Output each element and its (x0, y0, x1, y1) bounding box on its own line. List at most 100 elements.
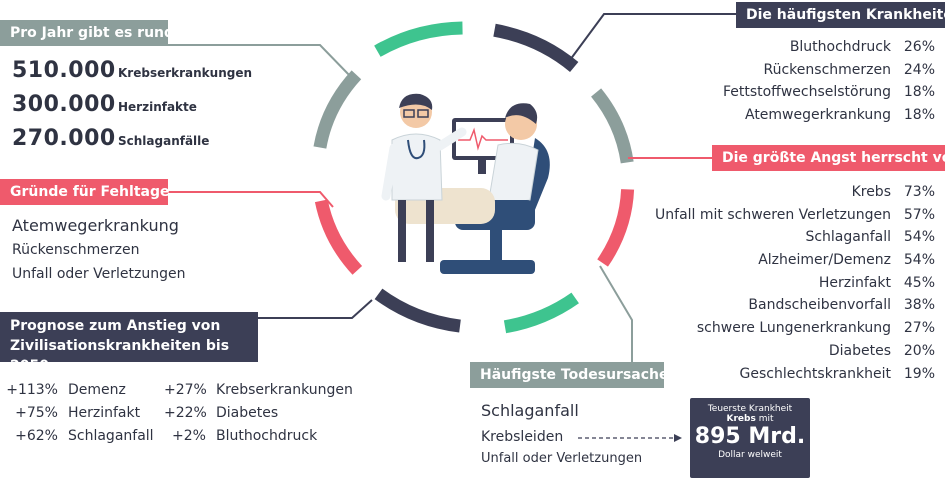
absence-header: Gründe für Fehltage (0, 179, 169, 205)
ring-arc-top-navy (493, 23, 579, 73)
item-label: Bandscheibenvorfall (748, 297, 891, 314)
absence-item: Atemwegerkrankung (12, 216, 179, 235)
death-cause-item: Schlaganfall (481, 401, 579, 420)
prognosis-pct: +2% (172, 428, 206, 444)
list-item: Alzheimer/Demenz 54% (655, 249, 935, 272)
item-pct: 19% (903, 365, 935, 382)
death-cause-item: Unfall oder Verletzungen (481, 451, 643, 466)
prognosis-pct: +27% (164, 382, 207, 398)
ring-arc-left-red (314, 199, 363, 275)
prognosis-pct: +113% (6, 382, 58, 398)
item-label: Herzinfakt (818, 274, 891, 291)
diseases-header: Die häufigsten Krankheiten (736, 2, 945, 28)
stat-row: 510.000 Krebserkrankungen (12, 58, 252, 88)
prognosis-label: Herzinfakt (68, 405, 141, 421)
stat-value: 300.000 (12, 92, 116, 117)
list-item: Diabetes 20% (655, 340, 935, 363)
list-item: Herzinfakt 45% (655, 272, 935, 295)
ring-arc-bottom-green (503, 292, 579, 334)
prognosis-pct: +62% (15, 428, 58, 444)
death-cause-item: Krebsleiden (481, 429, 564, 445)
ring-arc-right-red (597, 188, 635, 267)
connector-prognosis (258, 299, 373, 319)
arrow-head (674, 434, 682, 442)
stat-value: 270.000 (12, 126, 116, 151)
item-pct: 26% (903, 39, 935, 55)
item-label: Diabetes (828, 342, 891, 359)
list-item: Geschlechtskrankheit 19% (655, 363, 935, 386)
stat-label: Herzinfakte (118, 100, 197, 114)
item-pct: 27% (903, 320, 935, 337)
stat-label: Krebserkrankungen (118, 66, 253, 80)
prognosis-pct: +22% (164, 405, 207, 421)
stats-header: Pro Jahr gibt es rund (0, 20, 174, 46)
item-label: Rückenschmerzen (763, 61, 891, 78)
stat-row: 270.000 Schlaganfälle (12, 126, 209, 156)
cost-disease: Krebs (726, 414, 756, 424)
connector-death (599, 265, 633, 362)
list-item: Krebs 73% (655, 181, 935, 204)
item-label: schwere Lungenerkrankung (696, 320, 891, 337)
ring-arc-top-green (374, 21, 463, 57)
prognosis-row: +62% Schlaganfall +2% Bluthochdruck (4, 425, 353, 448)
fears-header: Die größte Angst herrscht vor: (712, 145, 945, 171)
cost-line2: Krebs mit (690, 414, 810, 424)
cost-box: Teuerste Krankheit Krebs mit 895 Mrd. Do… (690, 398, 810, 478)
death-causes-header: Häufigste Todesursachen (470, 362, 678, 388)
item-pct: 54% (903, 252, 935, 269)
item-pct: 45% (903, 274, 935, 291)
list-item: Bluthochdruck 26% (723, 36, 935, 59)
item-label: Atemwegerkrankung (744, 107, 891, 124)
prognosis-row: +113% Demenz +27% Krebserkrankungen (4, 379, 353, 402)
item-label: Geschlechtskrankheit (739, 365, 891, 382)
cost-with: mit (755, 414, 774, 424)
diseases-list: Bluthochdruck 26% Rückenschmerzen 24% Fett… (723, 36, 935, 127)
item-label: Bluthochdruck (789, 39, 891, 55)
item-label: Alzheimer/Demenz (758, 252, 891, 269)
prognosis-header-line2: Zivilisationskrankheiten bis 2050 (10, 338, 230, 374)
item-pct: 24% (903, 61, 935, 78)
cost-amount: 895 Mrd. (694, 424, 806, 449)
prognosis-header: Prognose zum Anstieg von Zivilisationskr… (0, 312, 258, 374)
doctor-patient-illustration (381, 93, 550, 274)
list-item: Unfall mit schweren Verletzungen 57% (655, 204, 935, 227)
cost-line1: Teuerste Krankheit (707, 404, 793, 414)
prognosis-table: +113% Demenz +27% Krebserkrankungen +75%… (4, 379, 353, 448)
prognosis-label: Demenz (68, 382, 126, 398)
prognosis-label: Krebserkrankungen (216, 382, 353, 398)
connector-diseases (569, 13, 736, 61)
cost-unit: Dollar welweit (718, 450, 782, 460)
absence-item: Unfall oder Verletzungen (12, 266, 186, 282)
prognosis-label: Diabetes (216, 405, 279, 421)
list-item: Schlaganfall 54% (655, 226, 935, 249)
item-pct: 38% (903, 297, 935, 314)
item-label: Krebs (851, 184, 891, 200)
list-item: Fettstoffwechselstörung 18% (723, 81, 935, 104)
stat-value: 510.000 (12, 58, 116, 83)
item-pct: 20% (903, 342, 935, 359)
ring-arc-right-gray (590, 88, 634, 164)
list-item: schwere Lungenerkrankung 27% (655, 317, 935, 340)
ring-arc-left-gray (313, 70, 362, 149)
item-label: Schlaganfall (805, 229, 891, 246)
fears-list: Krebs 73% Unfall mit schweren Verletzunge… (655, 181, 935, 385)
list-item: Atemwegerkrankung 18% (723, 104, 935, 127)
item-label: Fettstoffwechselstörung (722, 84, 891, 101)
connector-absence (168, 191, 334, 208)
prognosis-label: Bluthochdruck (216, 428, 318, 444)
list-item: Bandscheibenvorfall 38% (655, 294, 935, 317)
item-pct: 73% (903, 184, 935, 200)
item-pct: 57% (903, 206, 935, 223)
prognosis-header-line1: Prognose zum Anstieg von (10, 318, 221, 334)
item-pct: 18% (903, 107, 935, 124)
item-pct: 54% (903, 229, 935, 246)
item-label: Unfall mit schweren Verletzungen (655, 206, 891, 223)
stat-row: 300.000 Herzinfakte (12, 92, 197, 122)
stat-label: Schlaganfälle (118, 134, 210, 148)
prognosis-pct: +75% (15, 405, 58, 421)
prognosis-row: +75% Herzinfakt +22% Diabetes (4, 402, 353, 425)
prognosis-label: Schlaganfall (68, 428, 154, 444)
list-item: Rückenschmerzen 24% (723, 59, 935, 82)
absence-item: Rückenschmerzen (12, 242, 140, 258)
item-pct: 18% (903, 84, 935, 101)
